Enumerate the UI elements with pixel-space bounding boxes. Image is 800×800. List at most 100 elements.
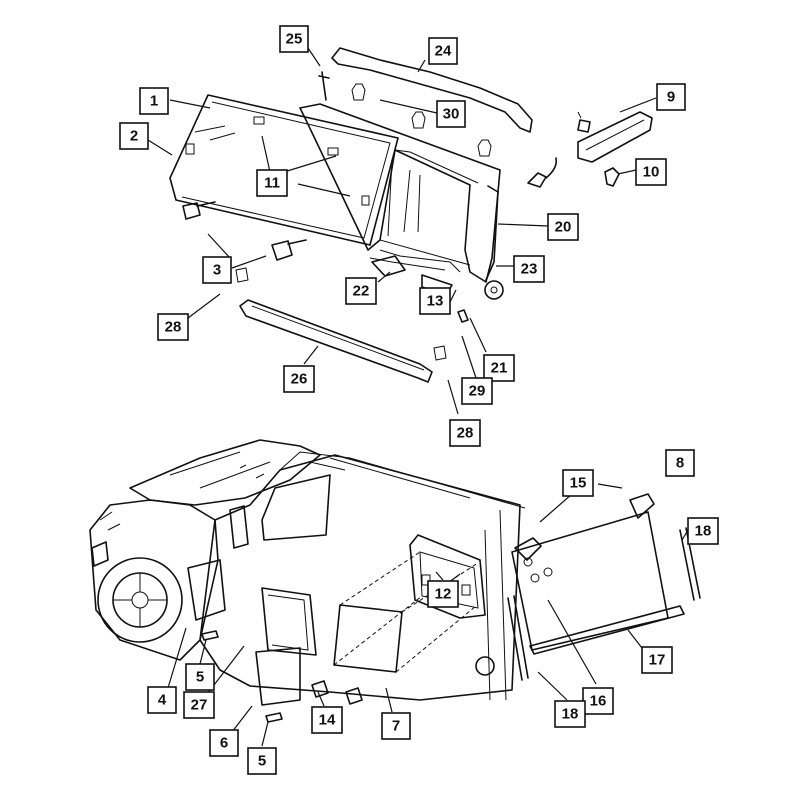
- support-strut-left: [507, 595, 529, 681]
- rear-window-frame: [409, 534, 486, 619]
- callout-17: 17: [641, 646, 673, 674]
- glass-clip-lower: [265, 712, 283, 723]
- vehicle-hood: [129, 439, 321, 506]
- callout-2: 2: [119, 122, 149, 150]
- svg-text:12: 12: [435, 586, 452, 603]
- svg-text:7: 7: [392, 718, 400, 735]
- svg-text:30: 30: [443, 106, 460, 123]
- svg-text:18: 18: [562, 706, 579, 723]
- callout-7: 7: [381, 712, 411, 740]
- svg-text:15: 15: [570, 475, 587, 492]
- callout-30: 30: [436, 100, 466, 128]
- vehicle-side-assembly: [89, 439, 701, 723]
- svg-text:2: 2: [130, 128, 138, 145]
- callout-12: 12: [427, 580, 459, 608]
- callout-23: 23: [513, 255, 545, 283]
- callout-1: 1: [139, 87, 169, 115]
- svg-text:5: 5: [258, 753, 266, 770]
- callout-6: 6: [209, 729, 239, 757]
- svg-text:29: 29: [469, 383, 486, 400]
- mirror-base: [604, 167, 620, 187]
- mirror-brackets: [182, 201, 307, 261]
- window-sticker-right: [461, 584, 471, 596]
- callout-11: 11: [256, 169, 288, 197]
- callout-29: 29: [461, 377, 493, 405]
- svg-text:6: 6: [220, 735, 228, 752]
- side-mirror: [229, 505, 249, 549]
- front-door-window: [261, 474, 331, 541]
- svg-text:3: 3: [213, 262, 221, 279]
- defrost-vent: [371, 255, 406, 277]
- headlight: [91, 541, 109, 567]
- rearview-mirror: [577, 111, 653, 163]
- svg-text:21: 21: [491, 360, 508, 377]
- speaker: [484, 280, 504, 300]
- callout-8: 8: [665, 449, 695, 477]
- svg-text:8: 8: [676, 455, 684, 472]
- callout-9: 9: [656, 83, 686, 111]
- callout-5-upper: 5: [185, 663, 215, 691]
- callout-18-right: 18: [687, 517, 719, 545]
- svg-text:16: 16: [590, 693, 607, 710]
- leader-lines: [147, 47, 689, 747]
- callout-3: 3: [202, 256, 232, 284]
- liftgate-hinge-right: [629, 493, 655, 519]
- callout-4: 4: [147, 686, 177, 714]
- glass-clip-upper: [201, 630, 219, 641]
- callout-13: 13: [419, 287, 451, 315]
- mounting-clips: [351, 83, 492, 157]
- callout-27: 27: [183, 691, 215, 719]
- glass-run-channel: [261, 587, 317, 656]
- lower-glass: [255, 647, 301, 706]
- callout-24: 24: [428, 37, 458, 65]
- callout-22: 22: [345, 277, 377, 305]
- svg-text:5: 5: [196, 669, 204, 686]
- svg-text:27: 27: [191, 697, 208, 714]
- callout-28-top: 28: [157, 313, 189, 341]
- svg-text:17: 17: [649, 652, 666, 669]
- svg-text:10: 10: [643, 164, 660, 181]
- defroster-rail: [529, 605, 685, 655]
- callout-14: 14: [311, 706, 343, 734]
- glass-stickers: [185, 116, 370, 206]
- svg-text:4: 4: [158, 692, 167, 709]
- callout-18-left: 18: [554, 700, 586, 728]
- a-pillar-trim: [485, 185, 499, 281]
- svg-text:1: 1: [150, 93, 158, 110]
- svg-text:26: 26: [291, 371, 308, 388]
- callout-28-bottom: 28: [449, 419, 481, 447]
- callout-15: 15: [562, 469, 594, 497]
- svg-text:24: 24: [435, 43, 452, 60]
- svg-text:13: 13: [427, 293, 444, 310]
- callout-16: 16: [582, 687, 614, 715]
- callout-10: 10: [635, 158, 667, 186]
- vehicle-body: [199, 454, 521, 701]
- windshield-frame: [299, 103, 501, 283]
- side-trim-bar: [239, 299, 433, 383]
- svg-text:11: 11: [264, 175, 280, 192]
- front-wheel: [97, 557, 183, 643]
- svg-text:23: 23: [521, 261, 538, 278]
- svg-text:20: 20: [555, 219, 572, 236]
- callout-5-lower: 5: [247, 747, 277, 775]
- glass-bracket: [311, 680, 363, 705]
- window-sticker-left: [421, 574, 431, 586]
- antenna-part: [318, 71, 330, 101]
- svg-text:9: 9: [667, 89, 675, 106]
- svg-text:18: 18: [695, 523, 712, 540]
- adhesive-pads: [235, 267, 447, 361]
- callout-20: 20: [547, 213, 579, 241]
- trim-clip: [457, 309, 469, 323]
- callout-25: 25: [279, 25, 309, 53]
- assembly-guides: [333, 551, 479, 673]
- windshield-glass: [169, 94, 399, 246]
- svg-text:14: 14: [319, 712, 336, 729]
- svg-text:28: 28: [457, 425, 474, 442]
- fuel-door: [475, 656, 495, 676]
- svg-text:25: 25: [286, 31, 303, 48]
- header-trim-bar: [331, 47, 533, 133]
- callout-26: 26: [283, 365, 315, 393]
- svg-text:22: 22: [353, 283, 370, 300]
- liftgate-hinge-left: [514, 537, 542, 561]
